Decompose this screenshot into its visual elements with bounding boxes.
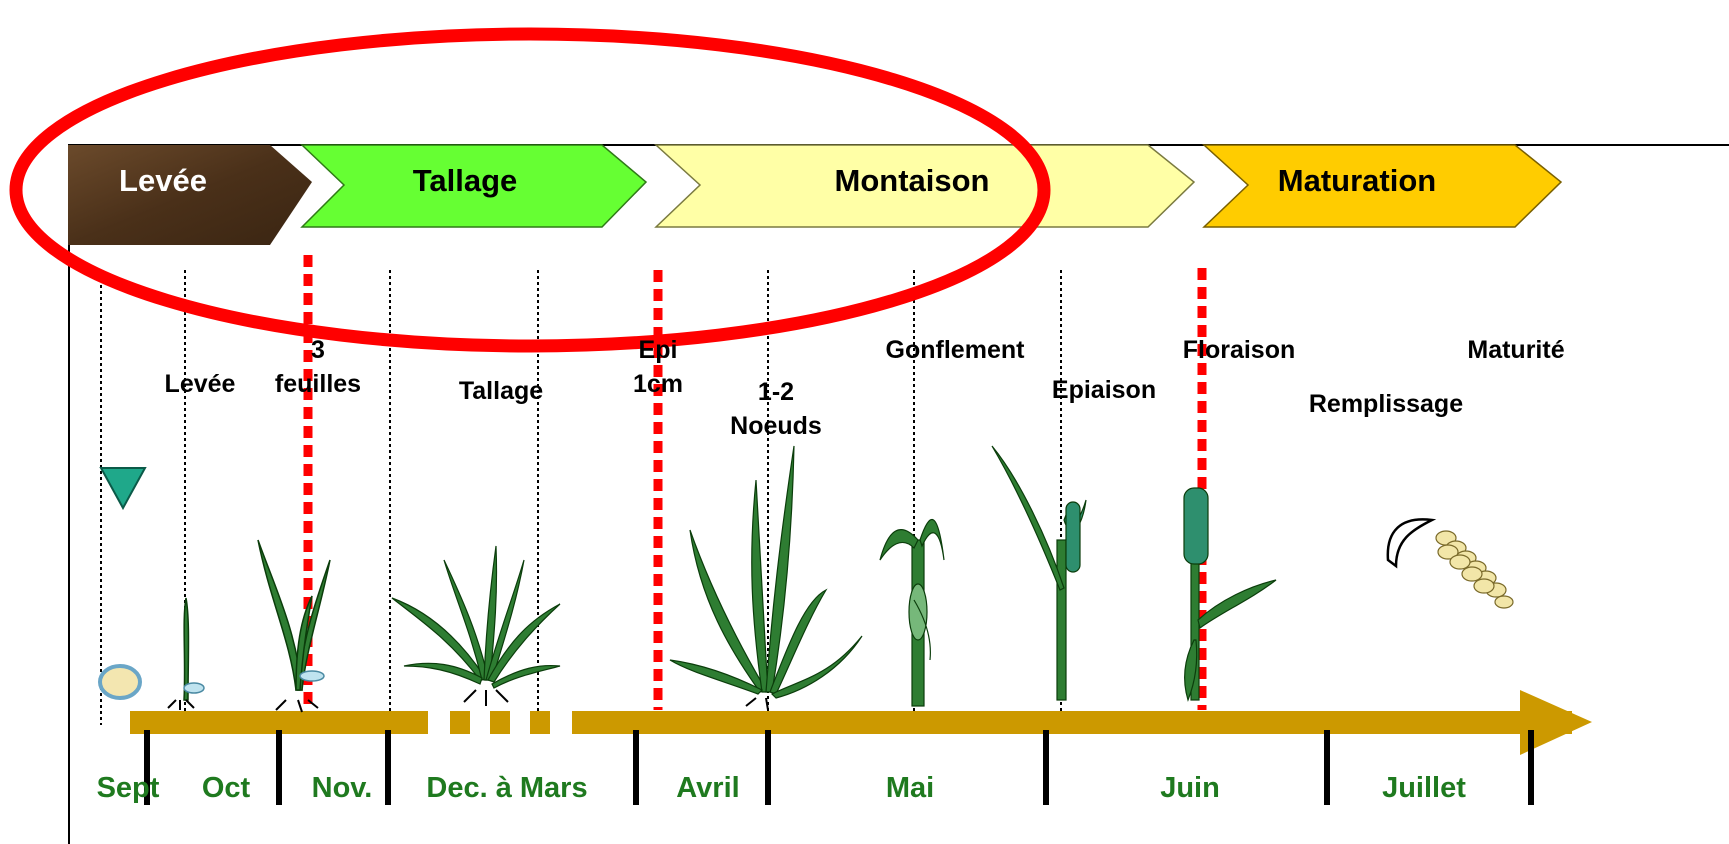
plant-gonflement-icon: [880, 520, 944, 706]
phase-label-maturation: Maturation: [1278, 163, 1436, 199]
stage-label-maturite: Maturité: [1467, 333, 1564, 367]
plant-epiaison-icon: [992, 446, 1086, 700]
month-label-juillet: Juillet: [1382, 772, 1466, 805]
critical-stage-lines: [308, 255, 1202, 710]
phase-label-tallage: Tallage: [413, 163, 518, 199]
month-label-juin: Juin: [1160, 772, 1220, 805]
plant-1-2-noeuds-icon: [670, 446, 862, 710]
month-label-avril: Avril: [676, 772, 739, 805]
stage-label-remplissage: Remplissage: [1309, 387, 1463, 421]
stage-label-epiaison: Epiaison: [1052, 373, 1156, 407]
month-label-dec-mars: Dec. à Mars: [426, 772, 587, 805]
stage-label-epi-1cm: Epi 1cm: [633, 333, 683, 401]
stage-label-1-2-noeuds: 1-2 Noeuds: [730, 375, 822, 443]
stage-label-gonflement: Gonflement: [886, 333, 1025, 367]
month-label-sept: Sept: [97, 772, 160, 805]
month-label-mai: Mai: [886, 772, 934, 805]
sowing-marker-icon: [101, 468, 145, 508]
month-label-nov: Nov.: [312, 772, 373, 805]
stage-label-3-feuilles: 3 feuilles: [275, 333, 361, 401]
timeline-arrow: [130, 690, 1600, 755]
month-label-oct: Oct: [202, 772, 250, 805]
phase-label-montaison: Montaison: [835, 163, 990, 199]
stage-label-tallage: Tallage: [459, 374, 543, 408]
stage-label-floraison: Floraison: [1183, 333, 1296, 367]
phase-label-levee: Levée: [119, 163, 207, 199]
plant-floraison-icon: [1184, 488, 1276, 700]
plant-3-feuilles-icon: [258, 540, 330, 712]
plant-levee-icon: [168, 598, 204, 710]
plant-tallage-icon: [392, 546, 560, 706]
stage-label-levee: Levée: [165, 367, 236, 401]
seed-icon: [100, 666, 140, 698]
plant-maturite-icon: [1388, 519, 1513, 608]
